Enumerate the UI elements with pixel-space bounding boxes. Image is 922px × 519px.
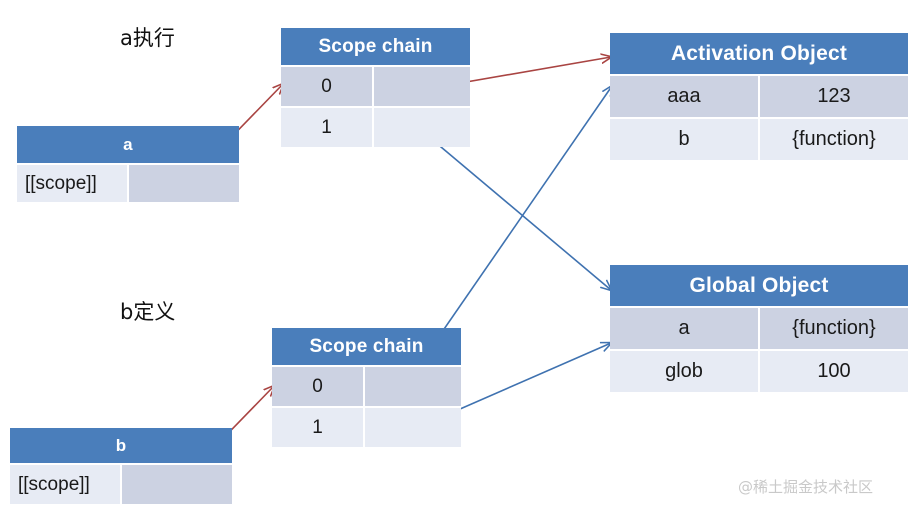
- cell-scope-index-0: 0: [281, 67, 372, 106]
- cell-ao-key-1: b: [610, 119, 758, 160]
- table-function-a-header: a: [17, 126, 239, 163]
- cell-ao-key-0: aaa: [610, 76, 758, 117]
- cell-scope-value: [120, 465, 232, 504]
- cell-scope-ref-1: [372, 108, 470, 147]
- cell-go-value-1: 100: [758, 351, 908, 392]
- table-scope-chain-bottom: Scope chain 0 1: [272, 328, 461, 447]
- table-row: [[scope]]: [17, 163, 239, 202]
- cell-scope-index-1: 1: [272, 408, 363, 447]
- cell-scope-value: [127, 165, 239, 202]
- table-scope-chain-top-header: Scope chain: [281, 28, 470, 65]
- table-scope-chain-bottom-header: Scope chain: [272, 328, 461, 365]
- table-row: 1: [272, 406, 461, 447]
- table-function-b: b [[scope]]: [10, 428, 232, 504]
- table-row: a {function}: [610, 306, 908, 349]
- table-activation-object-header: Activation Object: [610, 33, 908, 74]
- table-row: [[scope]]: [10, 463, 232, 504]
- cell-ao-value-1: {function}: [758, 119, 908, 160]
- table-activation-object: Activation Object aaa 123 b {function}: [610, 33, 908, 160]
- table-function-a: a [[scope]]: [17, 126, 239, 202]
- cell-scope-index-0: 0: [272, 367, 363, 406]
- table-scope-chain-top: Scope chain 0 1: [281, 28, 470, 147]
- caption-b-define: b定义: [120, 300, 176, 324]
- cell-scope-ref-0: [363, 367, 461, 406]
- arrow-scopechain1-to-global: [421, 130, 611, 290]
- table-global-object-header: Global Object: [610, 265, 908, 306]
- cell-ao-value-0: 123: [758, 76, 908, 117]
- table-row: aaa 123: [610, 74, 908, 117]
- table-row: 0: [281, 65, 470, 106]
- cell-scope-ref-1: [363, 408, 461, 447]
- table-function-b-header: b: [10, 428, 232, 463]
- table-row: glob 100: [610, 349, 908, 392]
- caption-a-execute: a执行: [120, 26, 175, 50]
- cell-scope-ref-0: [372, 67, 470, 106]
- table-global-object: Global Object a {function} glob 100: [610, 265, 908, 392]
- cell-go-value-0: {function}: [758, 308, 908, 349]
- watermark: @稀土掘金技术社区: [738, 478, 874, 496]
- cell-go-key-0: a: [610, 308, 758, 349]
- cell-scope-key: [[scope]]: [10, 465, 120, 504]
- table-row: b {function}: [610, 117, 908, 160]
- table-row: 1: [281, 106, 470, 147]
- cell-scope-index-1: 1: [281, 108, 372, 147]
- cell-scope-key: [[scope]]: [17, 165, 127, 202]
- table-row: 0: [272, 365, 461, 406]
- cell-go-key-1: glob: [610, 351, 758, 392]
